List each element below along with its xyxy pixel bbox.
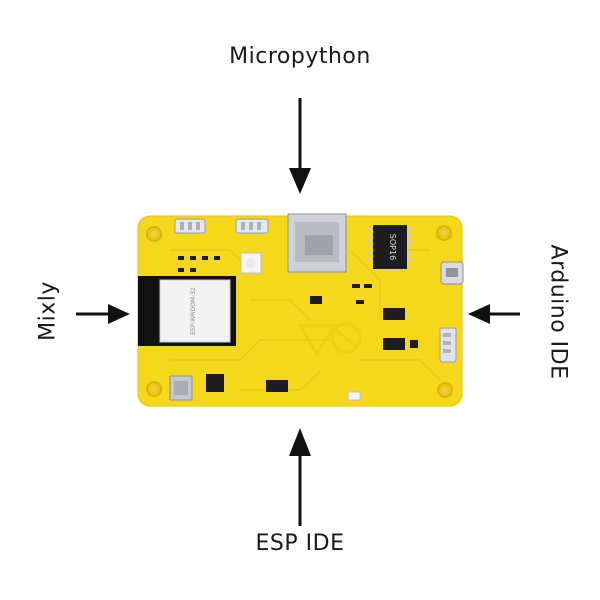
arrow-left — [76, 304, 130, 324]
board-logo — [297, 322, 362, 357]
label-esp-ide: ESP IDE — [255, 531, 345, 556]
label-micropython: Micropython — [229, 44, 371, 69]
top-connectors — [174, 218, 269, 234]
esp32-module: ESP-WROOM-32 — [138, 276, 236, 346]
arrow-bottom — [289, 428, 311, 526]
label-arduino-ide: Arduino IDE — [545, 244, 571, 380]
side-connector — [439, 327, 457, 363]
sop16-chip-label: SOP16 — [388, 234, 397, 260]
buzzer — [347, 391, 361, 401]
pcb-board: SOP16 ESP-WROOM-32 — [137, 213, 464, 407]
small-components — [178, 256, 418, 392]
arrow-top — [289, 98, 311, 194]
sop16-chip: SOP16 — [368, 225, 412, 269]
sim-slot — [169, 375, 193, 401]
sd-card-slot — [287, 213, 347, 273]
mounting-holes — [146, 225, 453, 398]
label-mixly: Mixly — [35, 281, 61, 341]
usb-connector — [440, 261, 464, 285]
arrow-right — [468, 304, 520, 324]
esp32-module-label: ESP-WROOM-32 — [190, 287, 197, 335]
rgb-led — [240, 252, 262, 274]
